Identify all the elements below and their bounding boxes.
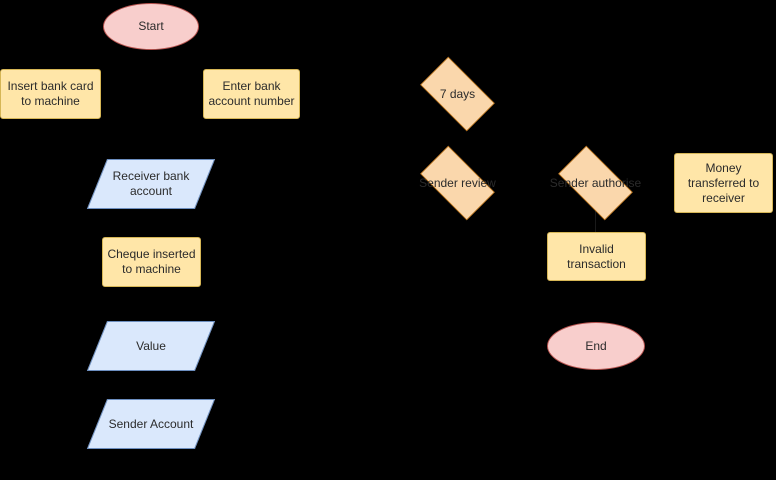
parallelogram-shape-value (86, 321, 216, 371)
node-seven_days[interactable]: 7 days (411, 56, 504, 132)
node-insert_card[interactable]: Insert bank card to machine (0, 69, 101, 119)
node-label-money_transferred: Money transferred to receiver (687, 160, 760, 205)
node-cheque_inserted[interactable]: Cheque inserted to machine (102, 237, 201, 287)
node-label-end: End (585, 338, 607, 353)
node-end[interactable]: End (547, 322, 645, 370)
diamond-shape-sender_review (420, 145, 495, 221)
diamond-shape-sender_authorise (558, 145, 633, 221)
node-value[interactable]: Value (86, 321, 216, 371)
node-invalid_txn[interactable]: Invalid transaction (547, 232, 646, 281)
parallelogram-shape-receiver_bank (86, 159, 216, 209)
node-label-cheque_inserted: Cheque inserted to machine (107, 247, 196, 276)
node-receiver_bank[interactable]: Receiver bank account (86, 159, 216, 209)
node-start[interactable]: Start (103, 3, 199, 50)
node-label-start: Start (138, 19, 164, 33)
node-sender_account[interactable]: Sender Account (86, 399, 216, 449)
node-sender_review[interactable]: Sender review (411, 145, 504, 221)
node-label-insert_card: Insert bank card to machine (7, 79, 94, 108)
node-label-enter_account: Enter bank account number (208, 79, 295, 108)
node-money_transferred[interactable]: Money transferred to receiver (674, 153, 773, 213)
node-sender_authorise[interactable]: Sender authorise (549, 145, 642, 221)
diamond-shape-seven_days (420, 56, 495, 132)
node-label-invalid_txn: Invalid transaction (567, 241, 626, 271)
connector-authorise-to-invalid (595, 211, 596, 232)
node-enter_account[interactable]: Enter bank account number (203, 69, 300, 119)
parallelogram-shape-sender_account (86, 399, 216, 449)
